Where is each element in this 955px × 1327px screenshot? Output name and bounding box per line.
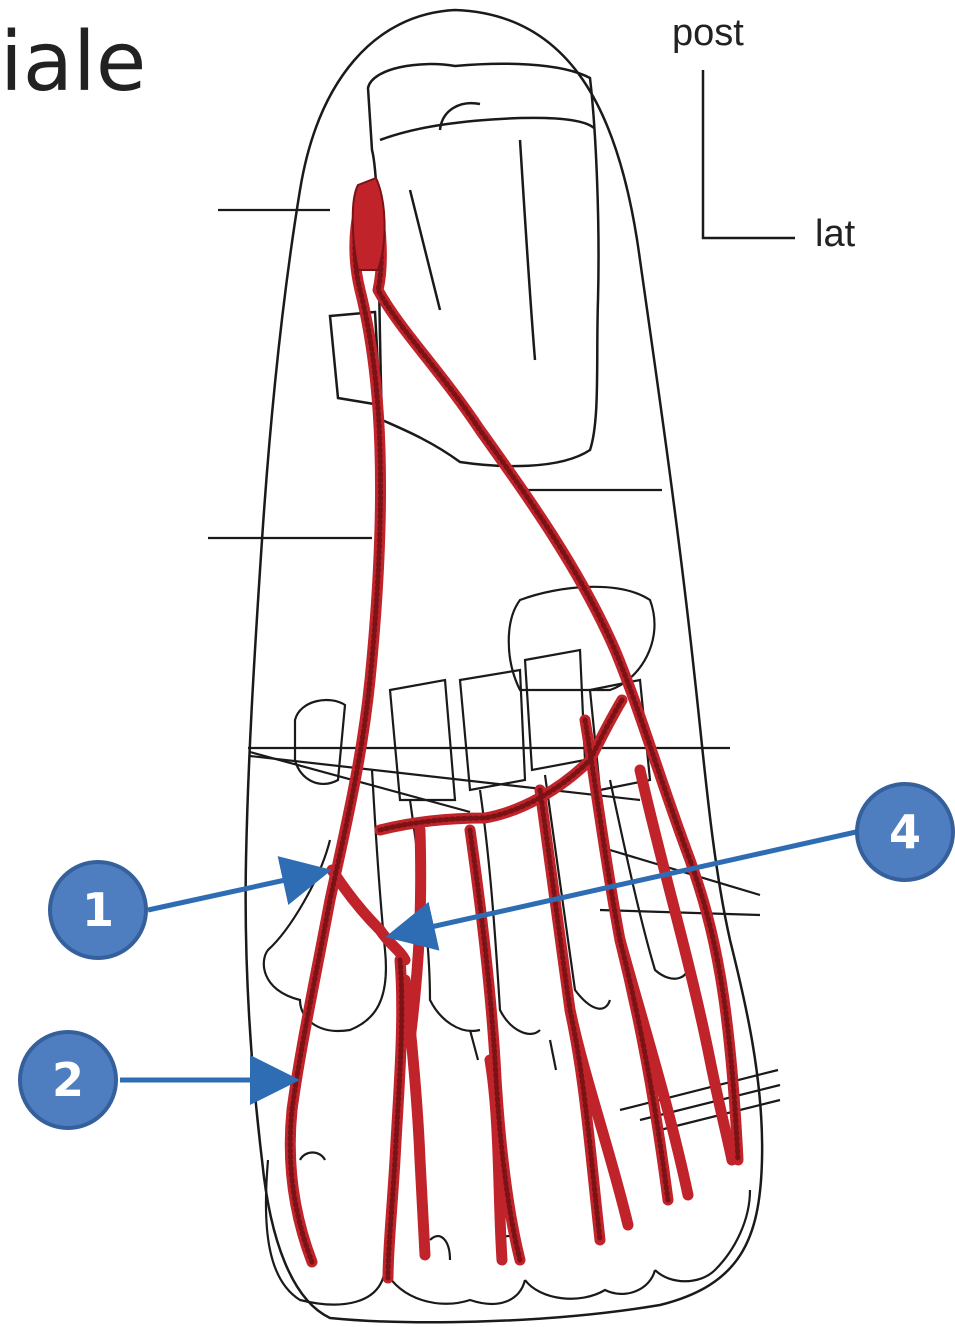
orientation-axes: [703, 70, 795, 238]
posterior-label: post: [672, 12, 744, 55]
midfoot-bones: [264, 587, 690, 1070]
callout-4[interactable]: 4: [855, 782, 955, 882]
callout-2[interactable]: 2: [18, 1030, 118, 1130]
lateral-label: lat: [815, 213, 855, 256]
arteries: [290, 178, 738, 1278]
callout-1[interactable]: 1: [48, 860, 148, 960]
callout-1-arrow: [148, 872, 322, 910]
